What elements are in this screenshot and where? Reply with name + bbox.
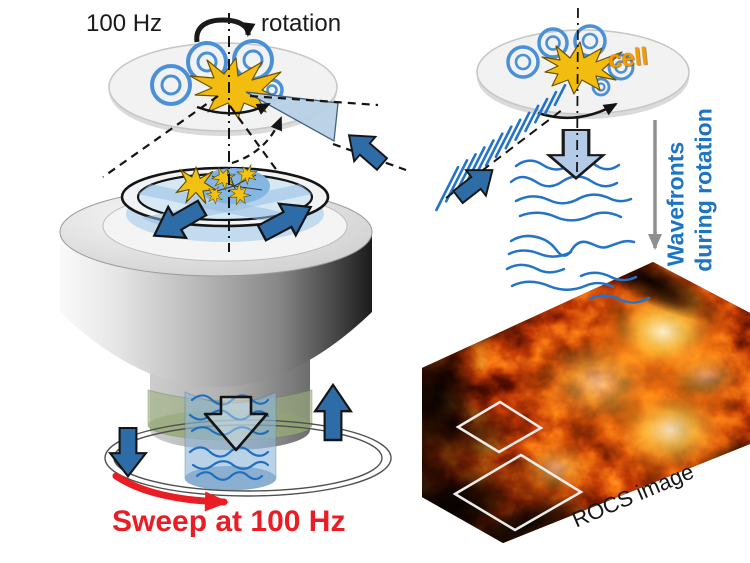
cell-shape (541, 41, 623, 95)
beam-down-arrow-icon (203, 395, 269, 452)
sweep-label: Sweep at 100 Hz (112, 505, 346, 538)
construction-dashed-lines (102, 94, 407, 178)
focus-up-arrow-icon (313, 383, 353, 442)
disc-rotation-arc (196, 102, 271, 115)
wavefront-down-arrow-icon (547, 128, 605, 180)
rotation-label: rotation (261, 10, 342, 37)
wavefronts-label: Wavefronts (662, 141, 689, 267)
right-specimen-disc (435, 24, 690, 212)
frequency-label: 100 Hz (86, 10, 163, 37)
beam-and-sweep (104, 383, 392, 512)
tilt-angle-arc (231, 116, 283, 165)
roi-boxes (452, 400, 584, 532)
roi-box-large (452, 453, 584, 532)
rotation-icon (194, 17, 256, 43)
disc-rotation-arc (537, 102, 618, 120)
during-rotation-label: during rotation (690, 108, 717, 272)
beam-wavefront-lines (188, 394, 270, 481)
left-specimen-disc (102, 13, 407, 252)
rotation-axis-line (576, 7, 579, 174)
objective-lens (120, 161, 330, 253)
cell-label: cell (606, 42, 650, 75)
plane-wavefront-hatching (435, 83, 567, 212)
sweep-direction-arrow (112, 472, 229, 512)
beam-axis-dashed (445, 109, 563, 199)
roi-box-small (455, 400, 544, 454)
specimen-on-coverslip (175, 161, 270, 210)
